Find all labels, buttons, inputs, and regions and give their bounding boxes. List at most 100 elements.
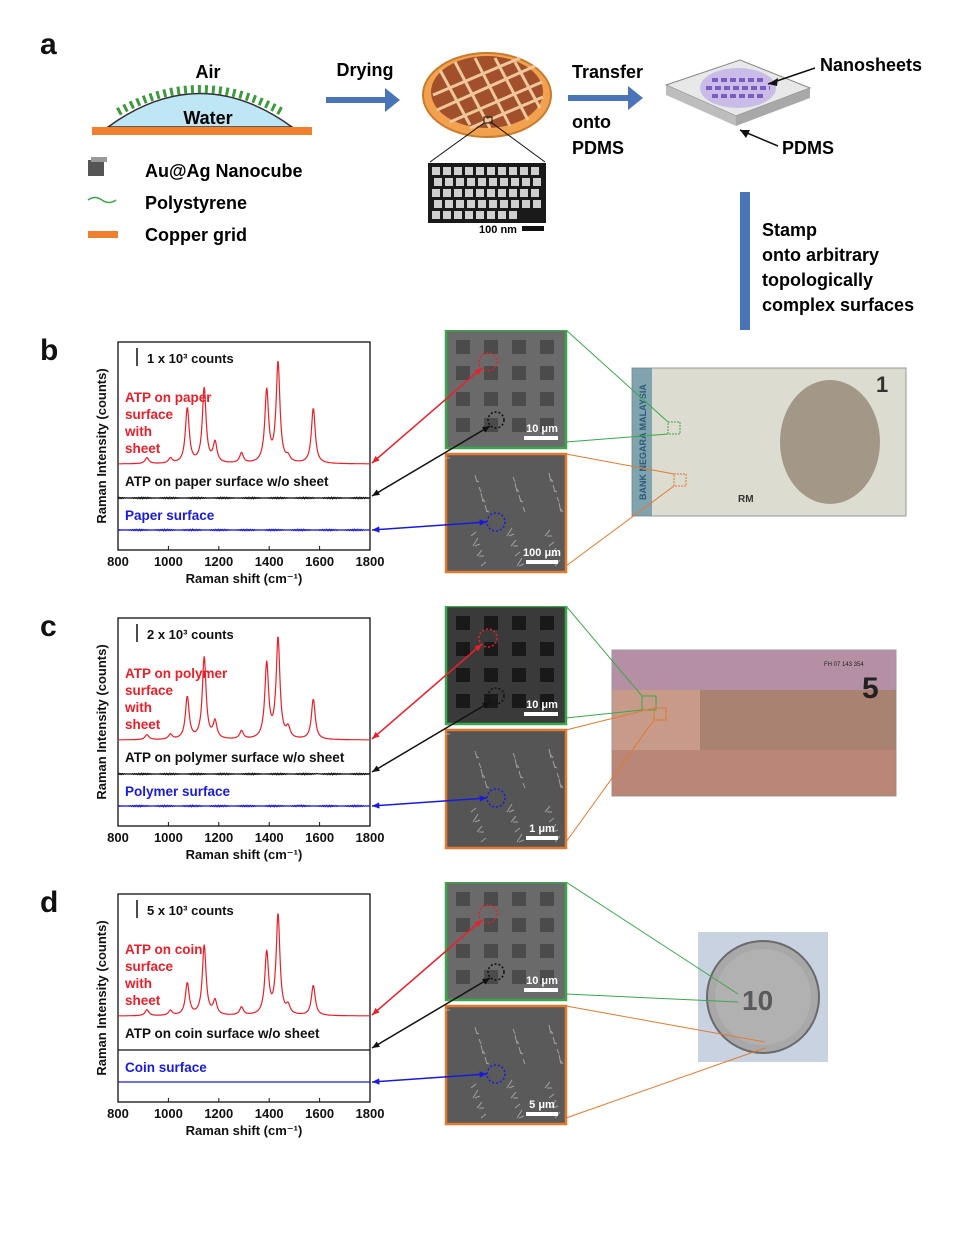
x-axis-label: Raman shift (cm⁻¹)	[186, 571, 303, 586]
red-series-label: sheet	[125, 441, 161, 456]
red-series-label: with	[124, 976, 152, 991]
panel-a-schematic: Air Water Drying 100 nm Transfer onto PD…	[87, 52, 922, 330]
copper-icon	[88, 231, 118, 238]
arrow-black	[371, 701, 491, 773]
arrow-red	[371, 643, 483, 740]
copper-grid-bar	[92, 127, 312, 135]
x-tick-label: 1000	[154, 1106, 183, 1121]
stamp-line-1: Stamp	[762, 220, 817, 240]
sem-top-scale-bar	[524, 436, 558, 440]
sem-bottom-scale-label: 100 μm	[523, 547, 561, 559]
plot-frame	[117, 893, 371, 1103]
panel-b-letter: b	[40, 334, 58, 367]
grid-lines	[432, 56, 544, 130]
x-axis-label: Raman shift (cm⁻¹)	[186, 847, 303, 862]
sem-circle-black	[487, 963, 505, 981]
series-blue-line	[117, 804, 371, 808]
arrow-red	[371, 367, 483, 464]
x-tick-label: 800	[107, 1106, 129, 1121]
nanocube-icon	[88, 160, 104, 176]
sem-bottom-scale-bar	[526, 1112, 558, 1116]
blue-series-label: Paper surface	[125, 508, 215, 523]
red-series-label: ATP on coin	[125, 942, 203, 957]
intensity-scale-label: 5 x 10³ counts	[147, 903, 234, 918]
red-series-label: with	[124, 424, 152, 439]
sem-bottom-image	[444, 452, 568, 574]
y-axis-label: Raman Intensity (counts)	[94, 368, 109, 523]
banknote-denomination: 5	[862, 672, 879, 705]
x-tick-label: 800	[107, 554, 129, 569]
blue-series-label: Coin surface	[125, 1060, 207, 1075]
banknote-serial: FH 07 143 354	[824, 662, 864, 668]
drying-arrow	[326, 88, 400, 112]
nanocube-layer	[116, 85, 284, 116]
series-red-line	[118, 360, 370, 465]
series-red-line	[118, 913, 370, 1017]
sem-top-scale-bar	[524, 988, 558, 992]
red-series-label: surface	[125, 407, 174, 422]
stamp-line-4: complex surfaces	[762, 295, 914, 315]
black-series-label: ATP on polymer surface w/o sheet	[125, 750, 345, 765]
arrow-blue	[371, 1073, 488, 1083]
x-tick-label: 1200	[204, 830, 233, 845]
arrow-red	[371, 919, 483, 1016]
water-label: Water	[183, 108, 232, 128]
sem-top-scale-label: 10 μm	[526, 423, 558, 435]
sem-circle-red	[478, 352, 498, 372]
red-series-label: sheet	[125, 717, 161, 732]
portrait	[780, 380, 880, 504]
legend-copper: Copper grid	[145, 225, 247, 245]
arrow-blue	[371, 521, 488, 531]
panel-a-letter: a	[40, 28, 57, 61]
x-tick-label: 800	[107, 830, 129, 845]
drying-label: Drying	[336, 60, 393, 80]
plot-frame	[117, 341, 371, 551]
series-black-line	[117, 772, 371, 776]
legend-nanocube: Au@Ag Nanocube	[145, 161, 303, 181]
intensity-scale-label: 2 x 10³ counts	[147, 627, 234, 642]
pdms-label-1: PDMS	[572, 138, 624, 158]
pdms-slab-left	[666, 85, 736, 126]
x-tick-label: 1400	[255, 830, 284, 845]
water-droplet	[105, 92, 295, 128]
sem-circle-red	[478, 628, 498, 648]
x-tick-label: 1200	[204, 554, 233, 569]
x-tick-label: 1800	[356, 830, 385, 845]
sem-circle-red	[478, 904, 498, 924]
sem-top-scale-bar	[524, 712, 558, 716]
red-series-label: ATP on polymer	[125, 666, 228, 681]
y-axis-label: Raman Intensity (counts)	[94, 644, 109, 799]
air-label: Air	[195, 62, 220, 82]
x-tick-label: 1400	[255, 1106, 284, 1121]
arrow-blue	[371, 797, 488, 807]
red-series-label: surface	[125, 959, 174, 974]
legend-polystyrene: Polystyrene	[145, 193, 247, 213]
series-blue-line	[117, 528, 371, 532]
y-axis-label: Raman Intensity (counts)	[94, 920, 109, 1075]
x-axis-label: Raman shift (cm⁻¹)	[186, 1123, 303, 1138]
x-tick-label: 1800	[356, 1106, 385, 1121]
sem-circle-black	[487, 687, 505, 705]
plot-frame	[117, 617, 371, 827]
sem-bottom-scale-label: 5 μm	[529, 1099, 555, 1111]
pdms-slab-right	[736, 88, 810, 126]
legend: Au@Ag Nanocube Polystyrene Copper grid	[87, 157, 303, 245]
arrow-black	[371, 977, 491, 1049]
banknote-rm: RM	[738, 494, 754, 505]
scale-label-100nm: 100 nm	[479, 224, 517, 236]
nanosheet-pattern	[706, 78, 770, 98]
red-series-label: sheet	[125, 993, 161, 1008]
red-series-label: ATP on paper	[125, 390, 212, 405]
banknote-denomination: 1	[876, 372, 888, 397]
sem-top-scale-label: 10 μm	[526, 699, 558, 711]
series-red-line	[118, 636, 370, 741]
x-tick-label: 1400	[255, 554, 284, 569]
sem-circle-black	[487, 411, 505, 429]
red-series-label: with	[124, 700, 152, 715]
sem-bottom-scale-bar	[526, 836, 558, 840]
x-tick-label: 1000	[154, 830, 183, 845]
